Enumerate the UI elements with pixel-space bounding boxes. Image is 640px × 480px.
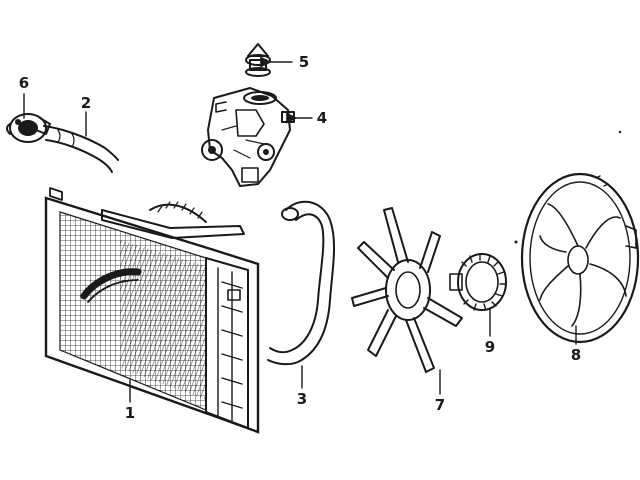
fan-clutch-part [449, 253, 507, 311]
lower-hose-part [267, 200, 336, 366]
callout-number-5: 5 [299, 53, 309, 71]
callout-number-8: 8 [571, 346, 581, 364]
callout-number-9: 9 [485, 338, 495, 356]
fan-shroud-part [520, 172, 640, 344]
speck [514, 240, 518, 244]
water-pump-part [201, 87, 295, 187]
speck [618, 130, 622, 134]
fan-blade-part [351, 207, 463, 373]
callout-number-1: 1 [125, 404, 135, 422]
radiator-part [44, 187, 260, 434]
callout-number-6: 6 [19, 74, 29, 92]
callout-number-7: 7 [435, 396, 445, 414]
callout-number-3: 3 [297, 390, 307, 408]
callout-number-2: 2 [81, 94, 91, 112]
upper-hose-part [43, 125, 119, 173]
thermostat-part [245, 43, 271, 77]
hose-clamp-part [6, 113, 51, 143]
callout-number-4: 4 [317, 109, 327, 127]
